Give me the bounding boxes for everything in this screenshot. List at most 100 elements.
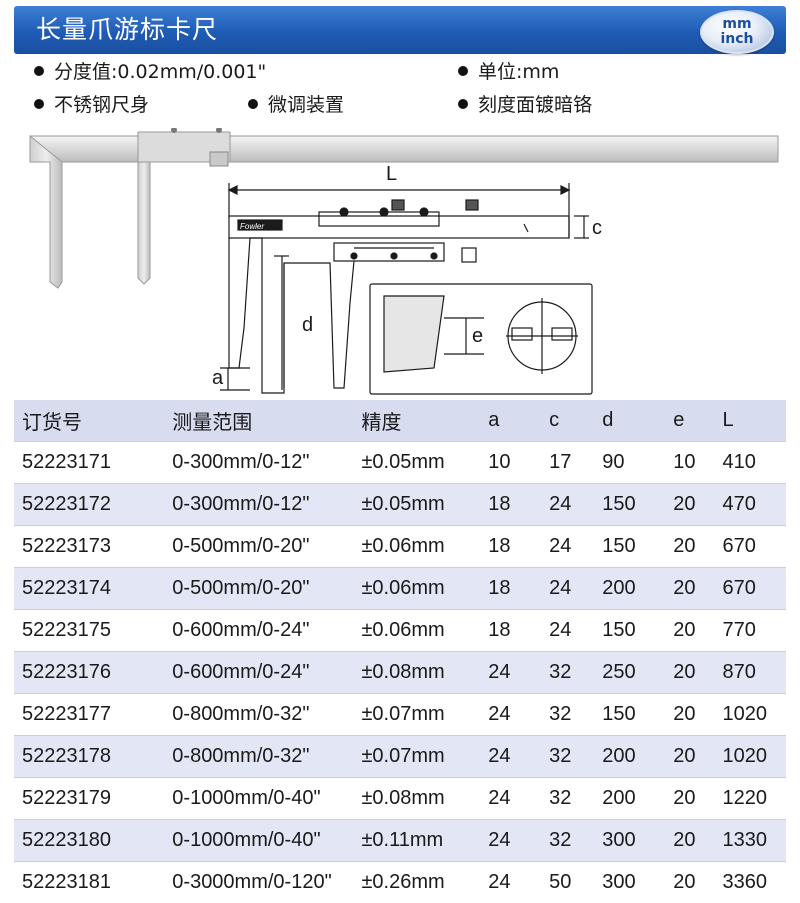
cell-l: 670 <box>722 568 786 610</box>
title-banner: 长量爪游标卡尺 mm inch <box>14 6 786 54</box>
label-dim-d: d <box>302 314 313 336</box>
cell-c: 32 <box>549 820 602 862</box>
cell-accuracy: ±0.26mm <box>361 862 488 903</box>
label-dim-c: c <box>592 217 602 239</box>
feature-scale-face: 刻度面镀暗铬 <box>458 91 592 119</box>
cell-d: 90 <box>602 442 673 484</box>
cell-order-no: 52223172 <box>14 484 172 526</box>
cell-accuracy: ±0.08mm <box>361 652 488 694</box>
col-order-no: 订货号 <box>14 400 172 442</box>
cell-range: 0-1000mm/0-40" <box>172 778 361 820</box>
cell-order-no: 52223176 <box>14 652 172 694</box>
feature-unit-text: 单位:mm <box>478 61 559 83</box>
brand-logo: Fowler <box>240 222 264 231</box>
technical-drawing <box>220 183 592 394</box>
feature-fine-adjust: 微调装置 <box>248 91 344 119</box>
col-a: a <box>488 400 549 442</box>
cell-c: 24 <box>549 526 602 568</box>
cell-order-no: 52223178 <box>14 736 172 778</box>
cell-d: 200 <box>602 778 673 820</box>
col-accuracy: 精度 <box>361 400 488 442</box>
table-header-row: 订货号 测量范围 精度 a c d e L <box>14 400 786 442</box>
cell-order-no: 52223173 <box>14 526 172 568</box>
cell-l: 670 <box>722 526 786 568</box>
cell-c: 32 <box>549 652 602 694</box>
cell-l: 1330 <box>722 820 786 862</box>
feature-list: 分度值:0.02mm/0.001" 单位:mm 不锈钢尺身 微调装置 刻度面镀暗… <box>30 58 790 128</box>
cell-e: 20 <box>673 526 722 568</box>
col-e: e <box>673 400 722 442</box>
feature-graduation: 分度值:0.02mm/0.001" <box>34 58 266 86</box>
cell-order-no: 52223181 <box>14 862 172 903</box>
feature-graduation-text: 分度值:0.02mm/0.001" <box>54 61 266 83</box>
cell-range: 0-500mm/0-20" <box>172 568 361 610</box>
cell-a: 24 <box>488 736 549 778</box>
caliper-diagram: L c d a e Fowler <box>14 128 786 400</box>
feature-scale-face-text: 刻度面镀暗铬 <box>478 94 592 116</box>
cell-d: 250 <box>602 652 673 694</box>
cell-range: 0-1000mm/0-40" <box>172 820 361 862</box>
cell-l: 3360 <box>722 862 786 903</box>
cell-c: 32 <box>549 778 602 820</box>
cell-a: 24 <box>488 820 549 862</box>
badge-mm: mm <box>702 17 772 32</box>
cell-l: 1220 <box>722 778 786 820</box>
cell-d: 300 <box>602 820 673 862</box>
cell-accuracy: ±0.11mm <box>361 820 488 862</box>
cell-e: 20 <box>673 610 722 652</box>
cell-e: 20 <box>673 652 722 694</box>
cell-a: 24 <box>488 778 549 820</box>
cell-l: 770 <box>722 610 786 652</box>
feature-unit: 单位:mm <box>458 58 559 86</box>
feature-body-text: 不锈钢尺身 <box>54 94 149 116</box>
cell-order-no: 52223177 <box>14 694 172 736</box>
cell-a: 24 <box>488 862 549 903</box>
cell-a: 18 <box>488 484 549 526</box>
bullet-icon <box>458 66 468 76</box>
cell-d: 150 <box>602 484 673 526</box>
cell-a: 18 <box>488 526 549 568</box>
cell-range: 0-300mm/0-12" <box>172 484 361 526</box>
label-dim-e: e <box>472 325 483 347</box>
bullet-icon <box>34 66 44 76</box>
cell-range: 0-3000mm/0-120" <box>172 862 361 903</box>
cell-order-no: 52223171 <box>14 442 172 484</box>
cell-l: 1020 <box>722 736 786 778</box>
cell-a: 18 <box>488 568 549 610</box>
cell-accuracy: ±0.08mm <box>361 778 488 820</box>
cell-c: 17 <box>549 442 602 484</box>
col-d: d <box>602 400 673 442</box>
cell-d: 200 <box>602 736 673 778</box>
cell-a: 24 <box>488 694 549 736</box>
cell-d: 150 <box>602 694 673 736</box>
cell-e: 20 <box>673 862 722 903</box>
cell-range: 0-800mm/0-32" <box>172 694 361 736</box>
cell-accuracy: ±0.05mm <box>361 442 488 484</box>
cell-d: 150 <box>602 526 673 568</box>
cell-accuracy: ±0.07mm <box>361 694 488 736</box>
cell-c: 24 <box>549 484 602 526</box>
cell-a: 10 <box>488 442 549 484</box>
cell-order-no: 52223174 <box>14 568 172 610</box>
cell-order-no: 52223180 <box>14 820 172 862</box>
cell-range: 0-800mm/0-32" <box>172 736 361 778</box>
cell-l: 470 <box>722 484 786 526</box>
bullet-icon <box>458 99 468 109</box>
cell-a: 24 <box>488 652 549 694</box>
cell-e: 20 <box>673 484 722 526</box>
cell-range: 0-600mm/0-24" <box>172 652 361 694</box>
cell-a: 18 <box>488 610 549 652</box>
cell-c: 50 <box>549 862 602 903</box>
cell-e: 20 <box>673 778 722 820</box>
cell-l: 410 <box>722 442 786 484</box>
cell-c: 24 <box>549 610 602 652</box>
